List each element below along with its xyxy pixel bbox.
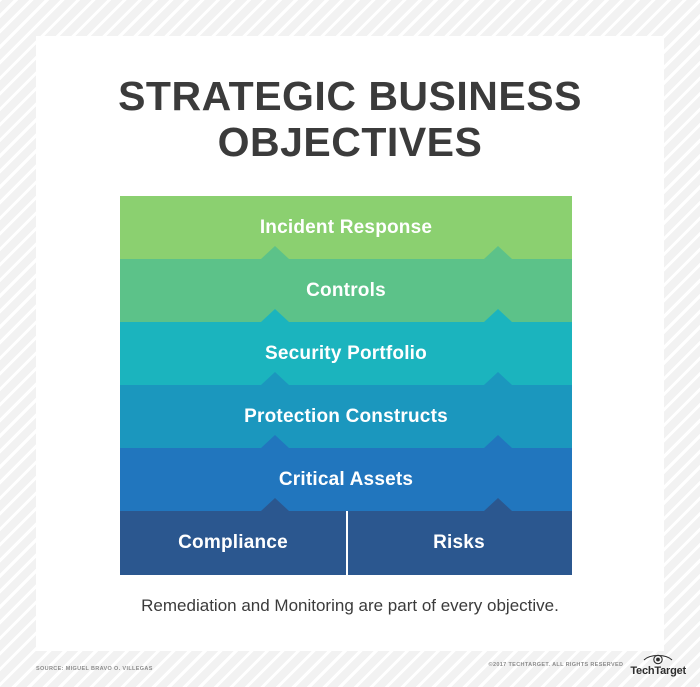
pyramid-layer-incident-response: Incident Response bbox=[120, 196, 572, 259]
page-title: STRATEGIC BUSINESS OBJECTIVES bbox=[118, 73, 582, 165]
footer-source: SOURCE: MIGUEL BRAVO O. VILLEGAS bbox=[36, 666, 153, 672]
notch-left-icon bbox=[261, 372, 289, 385]
footer-right: ©2017 TECHTARGET. ALL RIGHTS RESERVED Te… bbox=[489, 653, 686, 677]
footer-copyright: ©2017 TECHTARGET. ALL RIGHTS RESERVED bbox=[488, 662, 624, 668]
notch-right-icon bbox=[484, 309, 512, 322]
pyramid-layer-label: Critical Assets bbox=[278, 468, 414, 490]
notch-right-icon bbox=[484, 498, 512, 511]
pyramid-layer-controls: Controls bbox=[120, 246, 572, 322]
notch-right-icon bbox=[484, 372, 512, 385]
pyramid-layer-label: Protection Constructs bbox=[244, 405, 448, 427]
notch-right-icon bbox=[484, 246, 512, 259]
notch-left-icon bbox=[261, 498, 289, 511]
notch-left-icon bbox=[261, 309, 289, 322]
base-divider bbox=[346, 511, 348, 575]
pyramid-layer-label: Security Portfolio bbox=[265, 342, 427, 364]
techtarget-logo: TechTarget bbox=[630, 653, 686, 677]
pyramid-caption: Remediation and Monitoring are part of e… bbox=[141, 596, 559, 615]
notch-right-icon bbox=[484, 435, 512, 448]
pyramid-layer-base: Compliance Risks bbox=[120, 498, 572, 575]
base-label-risks: Risks bbox=[433, 532, 485, 553]
strategic-objectives-pyramid: Incident Response Controls Security Port… bbox=[120, 196, 572, 575]
pyramid-layer-label: Incident Response bbox=[259, 216, 433, 238]
techtarget-wordmark: TechTarget bbox=[630, 665, 686, 677]
infographic-card: STRATEGIC BUSINESS OBJECTIVES Incident R… bbox=[36, 36, 664, 651]
pyramid-layer-label: Controls bbox=[306, 279, 386, 301]
eye-icon bbox=[643, 654, 673, 665]
base-label-compliance: Compliance bbox=[178, 532, 288, 553]
notch-left-icon bbox=[261, 246, 289, 259]
notch-left-icon bbox=[261, 435, 289, 448]
